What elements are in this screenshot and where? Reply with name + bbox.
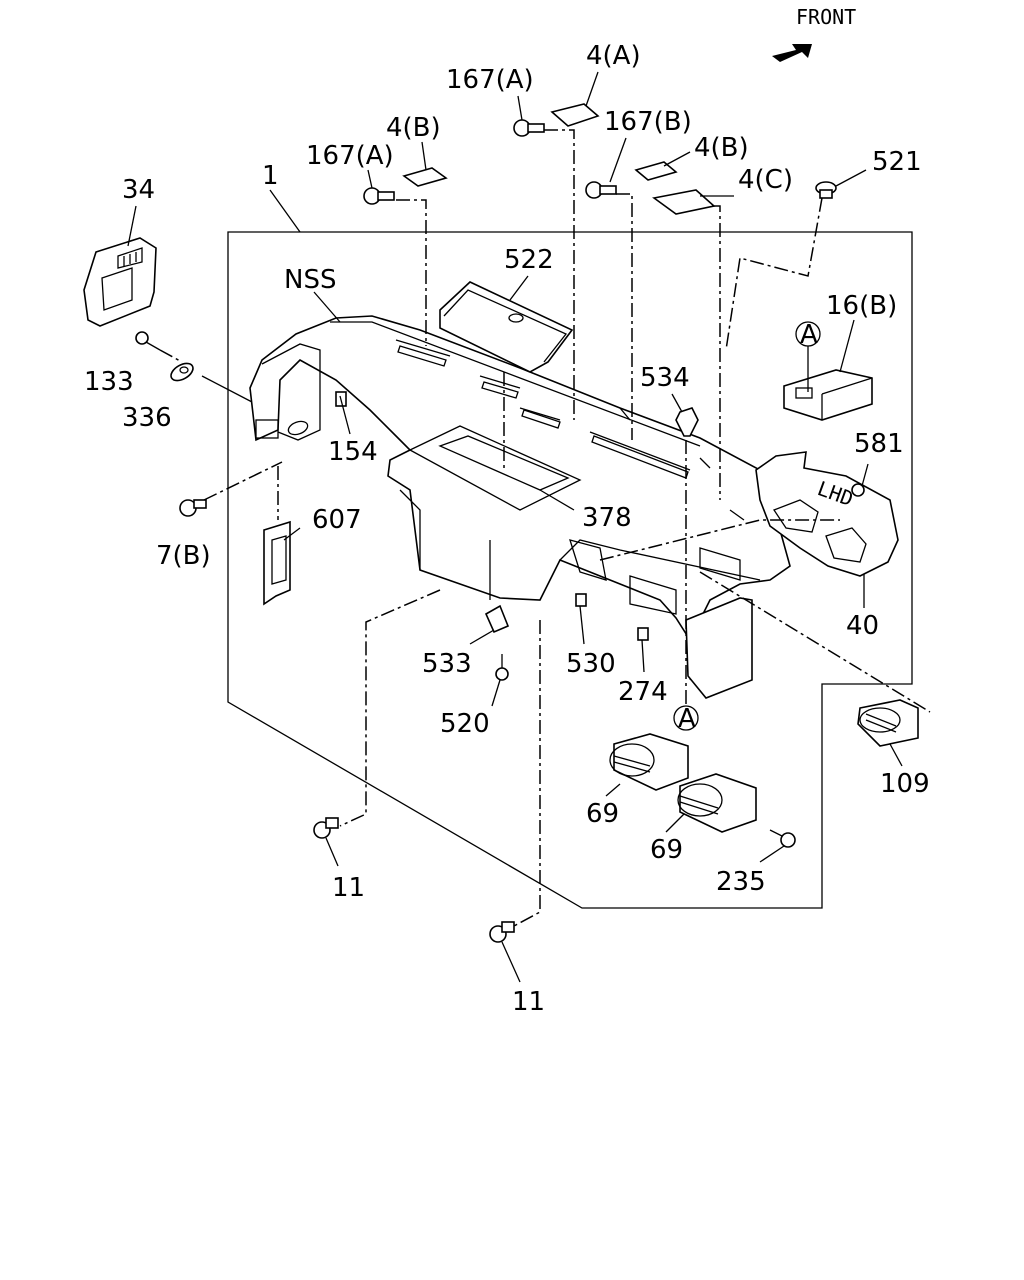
callout-336: 336 — [122, 403, 172, 433]
callout-167a-top: 167(A) — [446, 65, 534, 95]
leader-7b-line — [203, 461, 283, 501]
part-607-bracket — [263, 520, 291, 606]
callout-leaders — [127, 71, 903, 983]
part-4c-clip — [652, 189, 716, 215]
callout-235: 235 — [716, 867, 766, 897]
ref-marker-a-bottom — [673, 705, 699, 731]
part-34-side-cover — [83, 237, 157, 327]
callout-521: 521 — [872, 147, 922, 177]
part-520-screw — [495, 654, 509, 681]
callout-11-bottom: 11 — [512, 987, 545, 1017]
part-11-bottom-bolt — [489, 921, 515, 943]
part-40-duct: LHD — [755, 451, 899, 577]
part-167a-top-bolt — [513, 119, 545, 137]
callout-274: 274 — [618, 677, 668, 707]
callout-607: 607 — [312, 505, 362, 535]
callout-167a-left: 167(A) — [306, 141, 394, 171]
part-7b-bolt — [179, 499, 207, 517]
callout-534: 534 — [640, 363, 690, 393]
callout-34: 34 — [122, 175, 155, 205]
callout-109: 109 — [880, 769, 930, 799]
callout-1: 1 — [262, 161, 279, 191]
ref-marker-a-bottom-label: A — [678, 704, 696, 734]
part-530-clip — [575, 593, 587, 607]
front-label: FRONT — [796, 5, 856, 29]
callout-7b: 7(B) — [156, 541, 211, 571]
callout-520: 520 — [440, 709, 490, 739]
part-109-vent — [857, 699, 919, 747]
callout-378: 378 — [582, 503, 632, 533]
part-167b-bolt — [585, 181, 617, 199]
part-521-plug — [815, 181, 837, 199]
callout-4c: 4(C) — [738, 165, 793, 195]
callout-533: 533 — [422, 649, 472, 679]
callout-11-left: 11 — [332, 873, 365, 903]
assembly-boundary — [227, 231, 913, 909]
part-69-vent-lower — [677, 773, 757, 833]
callout-nss: NSS — [284, 265, 336, 295]
part-534-clip — [675, 407, 699, 437]
ref-marker-a-top-label: A — [800, 320, 818, 350]
callout-154: 154 — [328, 437, 378, 467]
part-274-clip — [637, 627, 649, 641]
callout-69-lower: 69 — [650, 835, 683, 865]
front-arrow-icon — [772, 44, 812, 62]
part-522-lid — [439, 281, 574, 373]
part-533-bracket — [484, 604, 510, 634]
part-167a-left-bolt — [363, 187, 395, 205]
part-16b-bracket — [783, 369, 873, 421]
callout-4b-left: 4(B) — [386, 113, 441, 143]
part-11-left-bolt — [313, 817, 339, 839]
callout-4a: 4(A) — [586, 41, 641, 71]
callout-522: 522 — [504, 245, 554, 275]
part-4a-clip — [550, 103, 600, 127]
part-235-screw — [769, 829, 796, 848]
callout-133: 133 — [84, 367, 134, 397]
callout-4b-right: 4(B) — [694, 133, 749, 163]
part-1-dashboard-panel — [249, 315, 791, 699]
callout-69-upper: 69 — [586, 799, 619, 829]
leader-133-line — [159, 349, 183, 363]
assembly-lines — [339, 129, 931, 927]
part-581-screw — [851, 483, 865, 497]
part-4b-right-clip — [634, 161, 678, 181]
callout-16b: 16(B) — [826, 291, 897, 321]
part-69-vent-upper — [609, 733, 689, 791]
part-336-washer — [170, 362, 194, 382]
callout-581: 581 — [854, 429, 904, 459]
callout-167b: 167(B) — [604, 107, 692, 137]
part-133-screw — [135, 331, 161, 351]
leader-336-line — [201, 375, 253, 403]
callout-labels: 34 1 133 336 7(B) 607 154 NSS 167(A) 4(B… — [84, 41, 930, 1017]
part-4b-left-clip — [402, 167, 448, 187]
front-indicator: FRONT — [772, 5, 856, 62]
callout-530: 530 — [566, 649, 616, 679]
callout-40: 40 — [846, 611, 879, 641]
